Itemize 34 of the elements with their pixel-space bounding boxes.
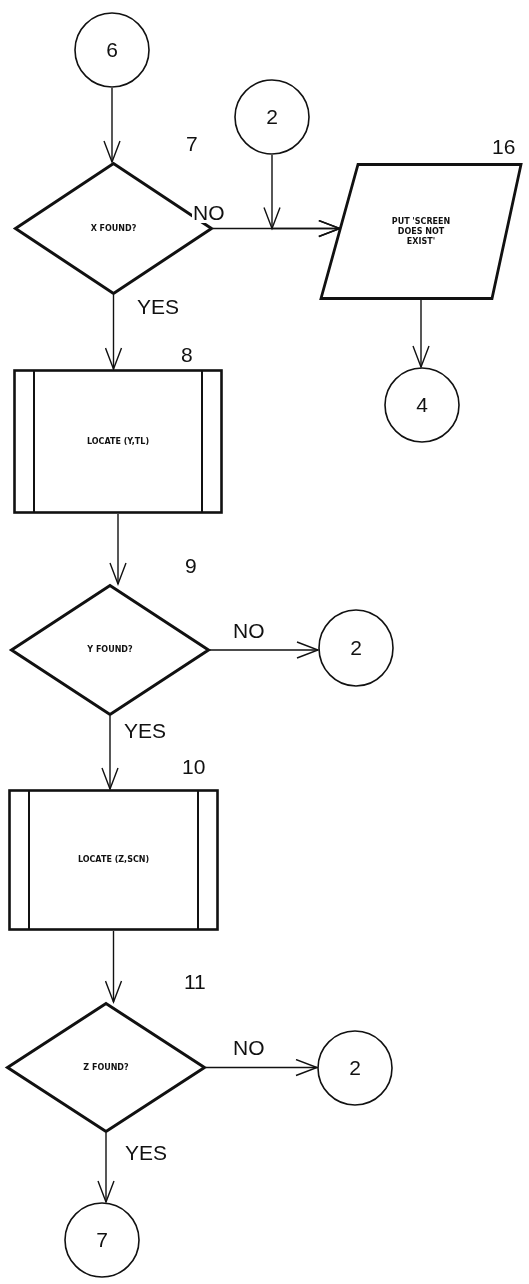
decision-text: Y FOUND? [86,645,134,655]
connector-number: 2 [266,105,278,129]
connector-circle [74,12,150,88]
connector-circle [234,79,310,155]
arrow [209,641,319,659]
step-number: 11 [184,970,206,994]
step-number: 9 [185,554,197,578]
step-number: 10 [182,755,206,779]
connector-number: 7 [96,1228,108,1252]
process-text: LOCATE (Y,TL) [85,436,151,447]
arrow [97,1132,115,1203]
step-number: 8 [181,343,193,367]
process-text: LOCATE (Z,SCN) [76,855,151,865]
connector-number: 2 [349,1056,361,1080]
connector-circle [317,1030,393,1106]
connector-number: 4 [416,393,428,417]
connector-circle [318,609,394,687]
arrow [103,87,121,163]
arrow [205,1058,318,1077]
step-number: 16 [492,135,516,159]
output-text: PUT 'SCREEN DOES NOT EXIST' [390,216,452,247]
decision-text: Z FOUND? [82,1062,130,1073]
arrow [412,299,430,368]
arrow [109,513,127,585]
arrow [263,154,341,238]
arrow [104,294,123,370]
connector-number: 6 [106,38,118,62]
decision-text: X FOUND? [89,223,138,234]
connector-circle [64,1202,140,1278]
arrow [101,715,119,790]
connector-number: 2 [350,636,362,660]
step-number: 7 [186,132,198,156]
connector-circle [384,367,460,443]
arrow [104,930,123,1003]
